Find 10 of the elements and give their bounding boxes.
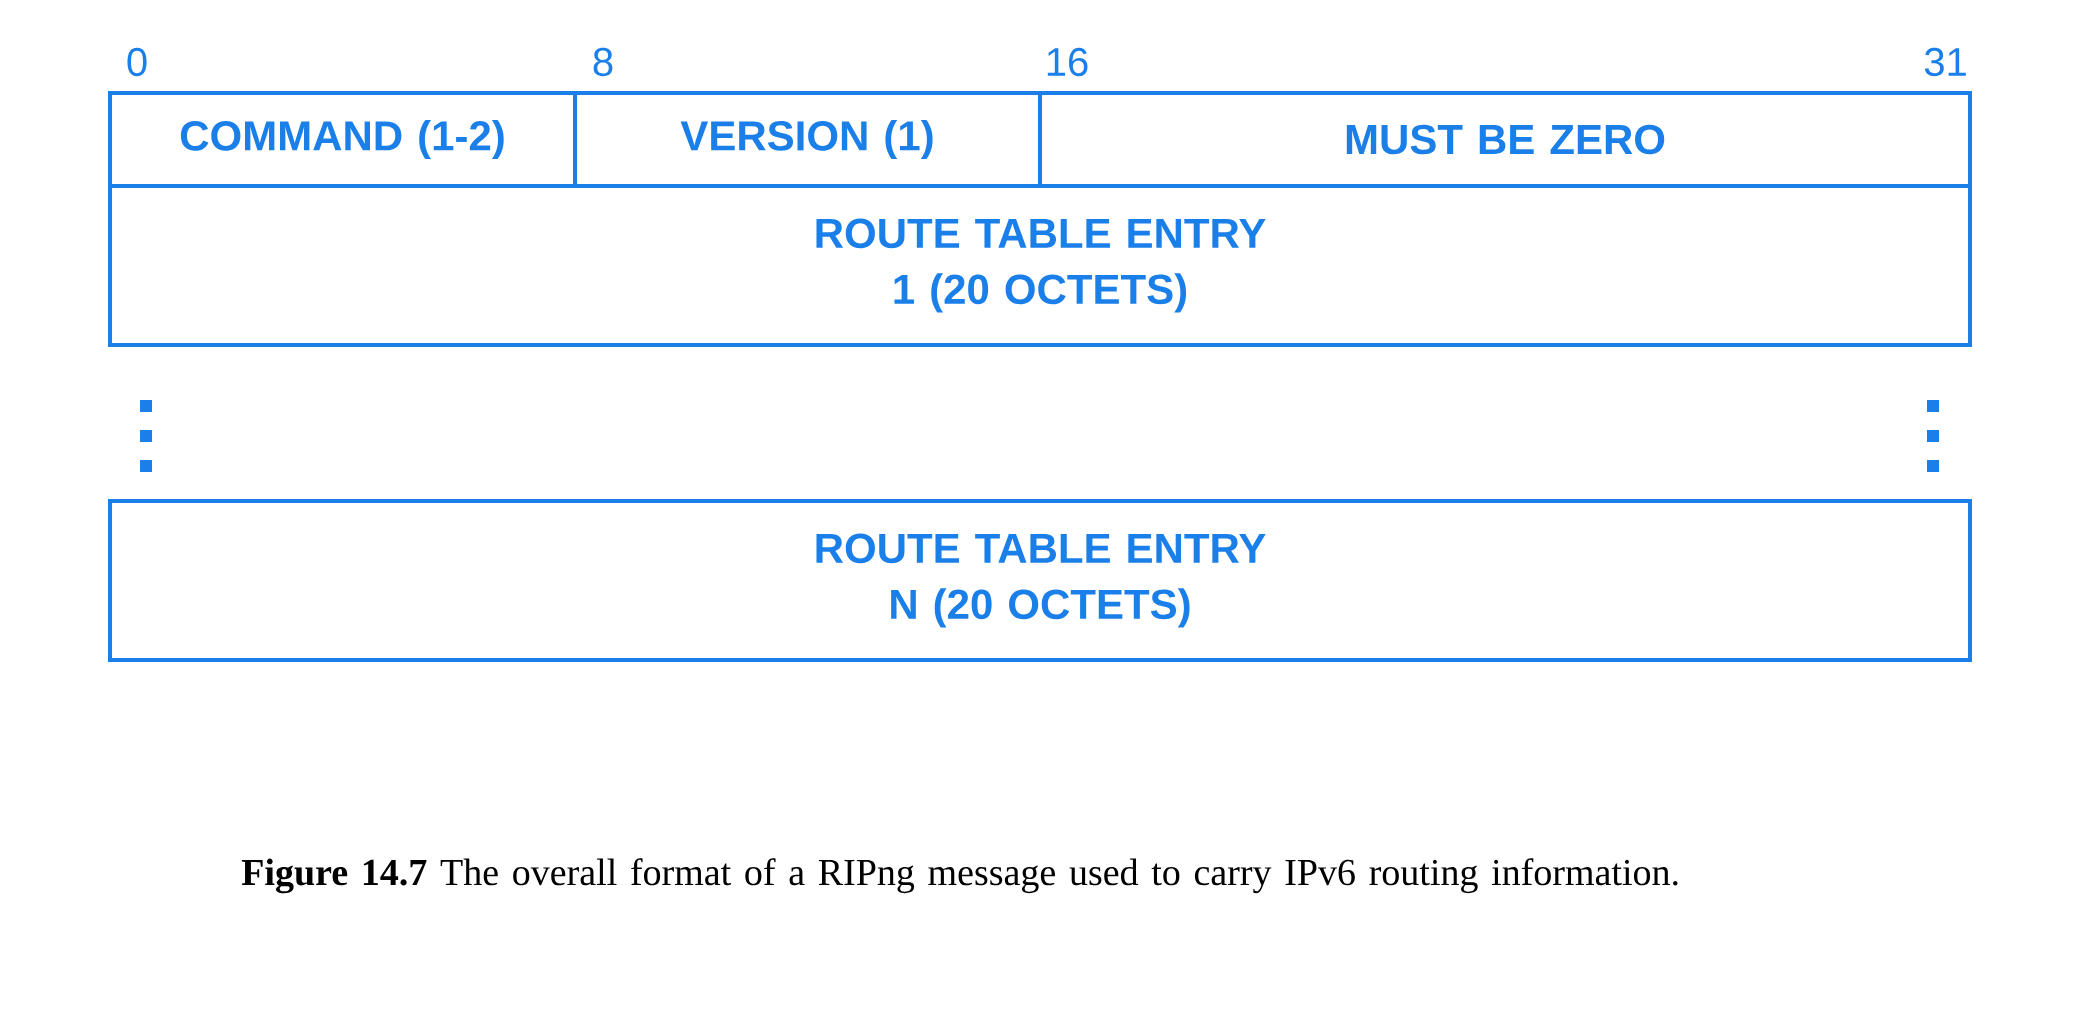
bit-number: 16 (1047, 47, 1088, 77)
field-box: ROUTE TABLE ENTRY 1 (20 OCTETS) (108, 184, 1972, 347)
field-box: MUST BE ZERO (1038, 91, 1972, 188)
figure-caption: Figure 14.7 The overall format of a RIPng message used to carry IPv6 routing information. (241, 858, 1678, 894)
field-box: COMMAND (1-2) (108, 91, 577, 188)
bit-number: 8 (593, 47, 613, 77)
bit-number: 0 (127, 47, 147, 77)
field-box: VERSION (1) (573, 91, 1042, 188)
field-box: ROUTE TABLE ENTRY N (20 OCTETS) (108, 499, 1972, 662)
bit-number: 31 (1924, 47, 1966, 77)
